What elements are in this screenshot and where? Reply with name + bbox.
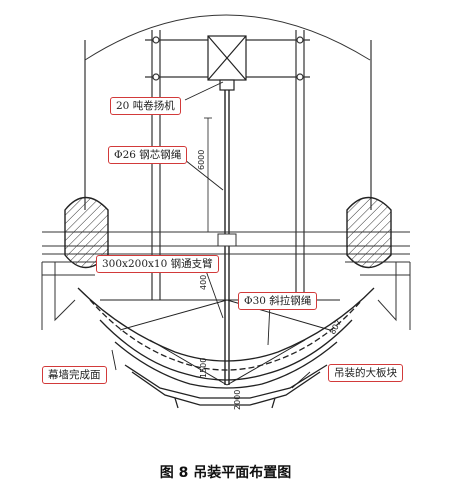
label-panel: 吊装的大板块 <box>328 364 403 382</box>
top-outline <box>84 14 371 61</box>
leader-lines <box>111 81 311 389</box>
dim-6000: 6000 <box>197 150 206 170</box>
curtain-wall-arcs <box>77 287 375 389</box>
hoisted-panel <box>124 364 328 409</box>
left-column <box>42 196 110 276</box>
figure-caption: 图 8 吊装平面布置图 <box>159 465 292 481</box>
dim-1500: 1500 <box>199 358 208 378</box>
label-stay-rope: Φ30 斜拉钢绳 <box>238 292 318 310</box>
label-hoist: 20 吨卷扬机 <box>110 97 181 115</box>
hoist-frame <box>207 35 247 91</box>
dim-2000: 2000 <box>233 390 242 410</box>
label-arm: 300x200x10 钢通支臂 <box>96 255 219 273</box>
scaffold-columns <box>84 30 372 300</box>
right-column <box>345 196 410 276</box>
dim-807: 807 <box>328 318 343 336</box>
label-wire-rope: Φ26 钢芯钢绳 <box>108 146 188 164</box>
dim-400: 400 <box>199 275 208 290</box>
label-curtain-face: 幕墙完成面 <box>42 366 107 384</box>
